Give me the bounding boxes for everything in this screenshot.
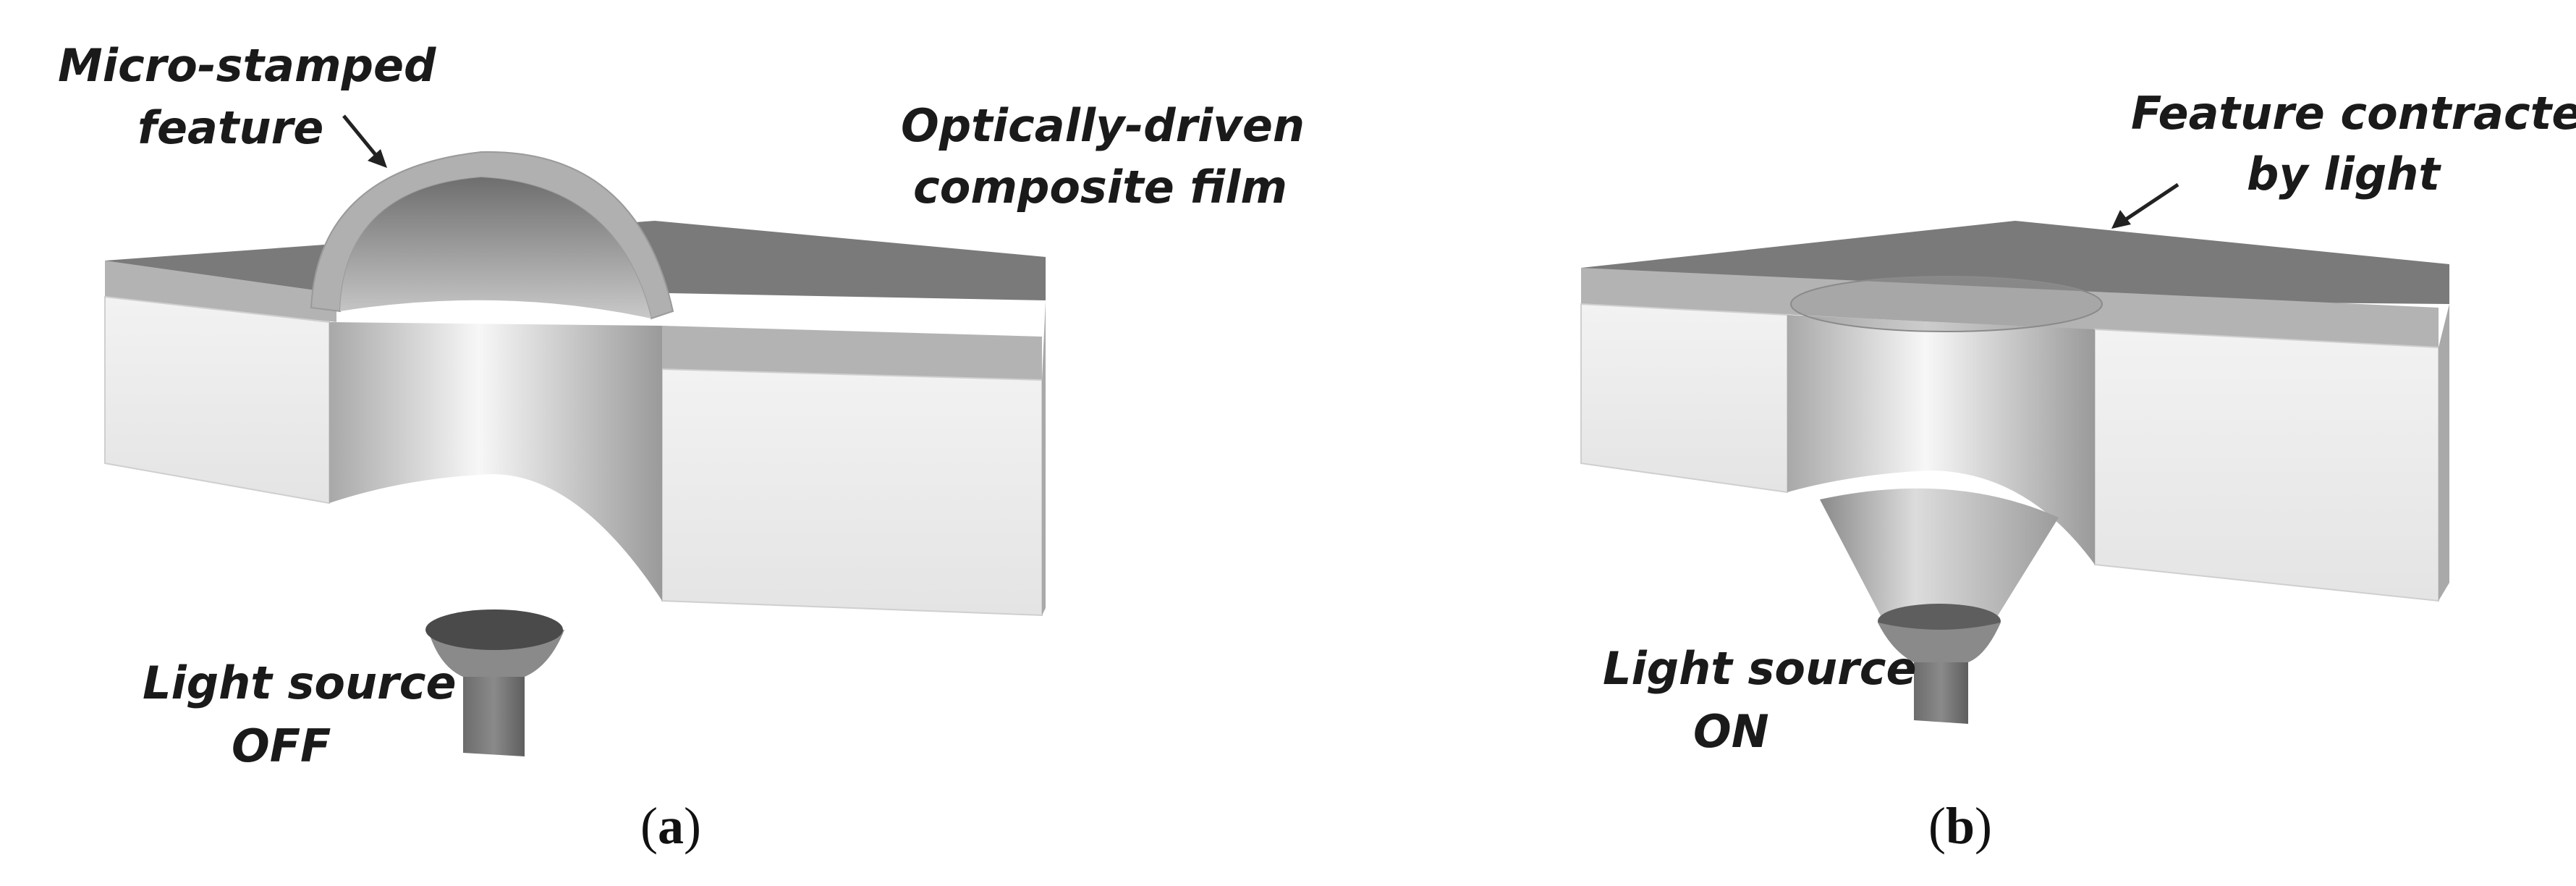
film-front-edge-left [105,261,336,322]
label-feature-line1: Micro-stamped [58,39,436,92]
light-cone [1820,488,2059,630]
label-light-a-line1: Light source [143,657,457,709]
label-light-source-on: Light source ON [1603,642,1932,758]
light-source-off [425,609,564,756]
left-block-front-b [1580,303,1788,494]
right-block-front [661,368,1043,617]
label-light-b-line2: ON [1693,705,1769,758]
label-contracted-line1: Feature contracted [2131,87,2576,140]
light-source-on [1878,604,2001,724]
caption-a: (a) [640,797,701,855]
light-source-stem-on [1914,662,1968,724]
label-contracted-line2: by light [2247,148,2441,201]
caption-b: (b) [1928,797,1992,855]
label-film-line2: composite film [913,161,1287,214]
label-optically-driven-film: Optically-driven composite film [901,99,1321,214]
film-front-edge-b [1581,268,2439,347]
label-feature-contracted: Feature contracted by light [2131,87,2576,201]
contracted-feature-rim [1790,276,2103,332]
label-feature-line2: feature [137,101,323,154]
label-light-a-line2: OFF [232,720,331,772]
dome-inner [340,177,651,318]
light-source-aperture [425,609,563,650]
arrow-contracted [2111,182,2179,229]
arrow-feature [342,114,387,168]
right-block-side [1042,300,1046,615]
film-front-edge-right [662,326,1042,380]
left-block-front [104,295,330,505]
panel-b: Feature contracted by light Light source… [1580,87,2576,855]
right-block-front-b [2094,328,2439,602]
label-film-line1: Optically-driven [901,99,1305,152]
right-block-side-b [2439,304,2449,601]
light-source-stem [463,673,525,756]
light-source-head-on [1878,623,2001,662]
hole-wall-b [1787,315,2095,565]
label-micro-stamped-feature: Micro-stamped feature [58,39,452,154]
label-light-source-off: Light source OFF [143,657,472,772]
panel-a: Micro-stamped feature Optically-driven c… [58,39,1321,855]
label-light-b-line1: Light source [1603,642,1917,695]
hole-wall [329,322,662,601]
